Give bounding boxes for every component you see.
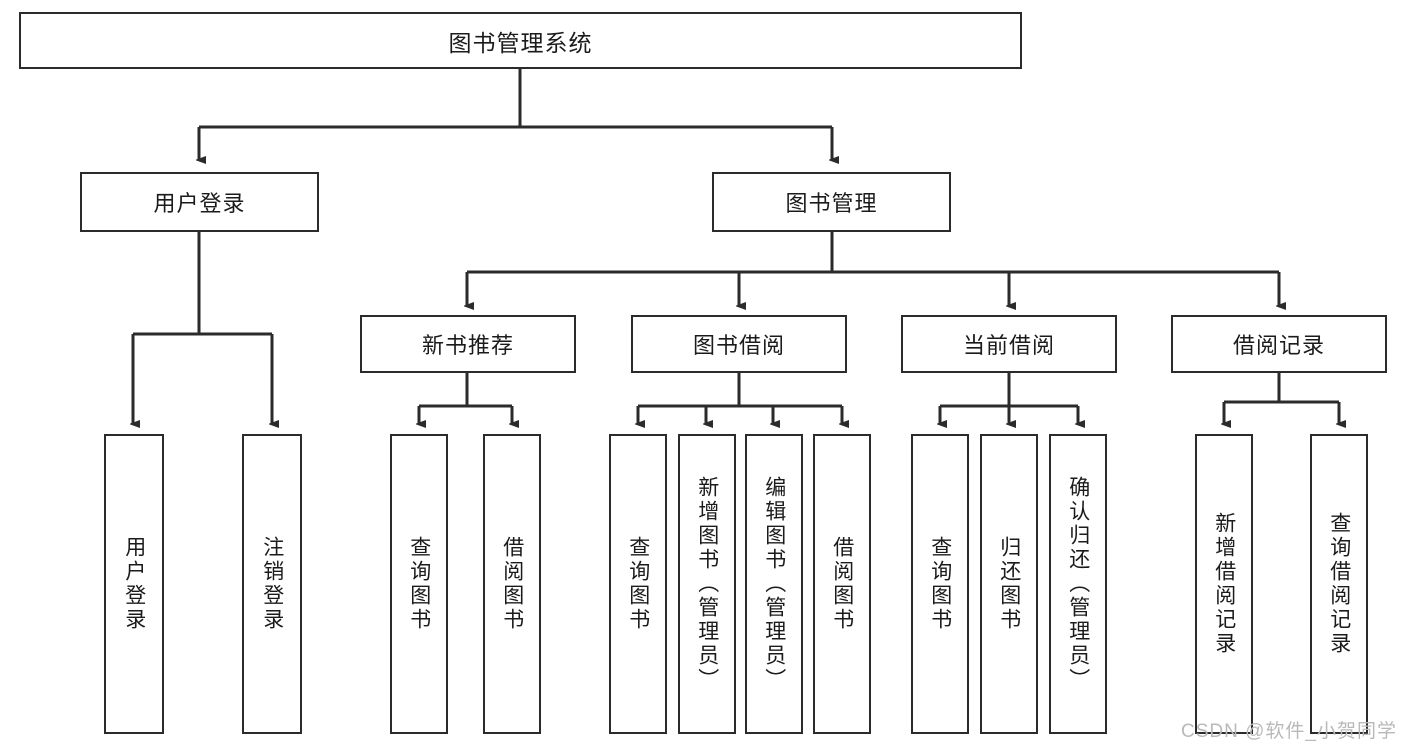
node-label: 借阅图书 [500,536,524,632]
node-label: 确认归还（管理员） [1066,476,1090,692]
node-label: 归还图书 [997,536,1021,632]
node-label: 当前借阅 [962,333,1055,358]
node-user-login[interactable]: 用户登录 [80,172,319,232]
leaf-borrow-borrow-book[interactable]: 借阅图书 [813,434,871,734]
node-label: 查询图书 [928,536,952,632]
node-label: 用户登录 [122,536,146,632]
leaf-borrow-add-book-admin[interactable]: 新增图书（管理员） [678,434,736,734]
node-label: 编辑图书（管理员） [762,476,786,692]
leaf-current-query-book[interactable]: 查询图书 [911,434,969,734]
node-label: 查询图书 [626,536,650,632]
node-label: 查询借阅记录 [1327,512,1351,656]
leaf-record-add-record[interactable]: 新增借阅记录 [1195,434,1253,734]
leaf-record-query-record[interactable]: 查询借阅记录 [1310,434,1368,734]
node-root-system[interactable]: 图书管理系统 [19,12,1022,69]
node-new-book-recommend[interactable]: 新书推荐 [360,315,576,373]
node-label: 用户登录 [153,191,246,216]
node-label: 图书管理系统 [448,29,593,56]
leaf-user-login-logout[interactable]: 注销登录 [242,434,302,734]
node-label: 新书推荐 [421,333,514,358]
leaf-new-book-query[interactable]: 查询图书 [390,434,448,734]
watermark-text: CSDN @软件_小贺同学 [1181,721,1397,742]
node-borrow-record[interactable]: 借阅记录 [1171,315,1387,373]
node-label: 图书借阅 [692,333,785,358]
leaf-user-login-login[interactable]: 用户登录 [104,434,164,734]
node-label: 新增借阅记录 [1212,512,1236,656]
node-book-management[interactable]: 图书管理 [712,172,951,232]
node-label: 新增图书（管理员） [695,476,719,692]
node-label: 借阅记录 [1232,333,1325,358]
node-label: 借阅图书 [830,536,854,632]
leaf-current-confirm-return-admin[interactable]: 确认归还（管理员） [1049,434,1107,734]
node-label: 注销登录 [260,536,284,632]
node-label: 查询图书 [407,536,431,632]
leaf-borrow-edit-book-admin[interactable]: 编辑图书（管理员） [745,434,803,734]
node-label: 图书管理 [785,191,878,216]
node-book-borrow[interactable]: 图书借阅 [631,315,847,373]
leaf-current-return-book[interactable]: 归还图书 [980,434,1038,734]
node-current-borrow[interactable]: 当前借阅 [901,315,1117,373]
leaf-new-book-borrow[interactable]: 借阅图书 [483,434,541,734]
leaf-borrow-query-book[interactable]: 查询图书 [609,434,667,734]
